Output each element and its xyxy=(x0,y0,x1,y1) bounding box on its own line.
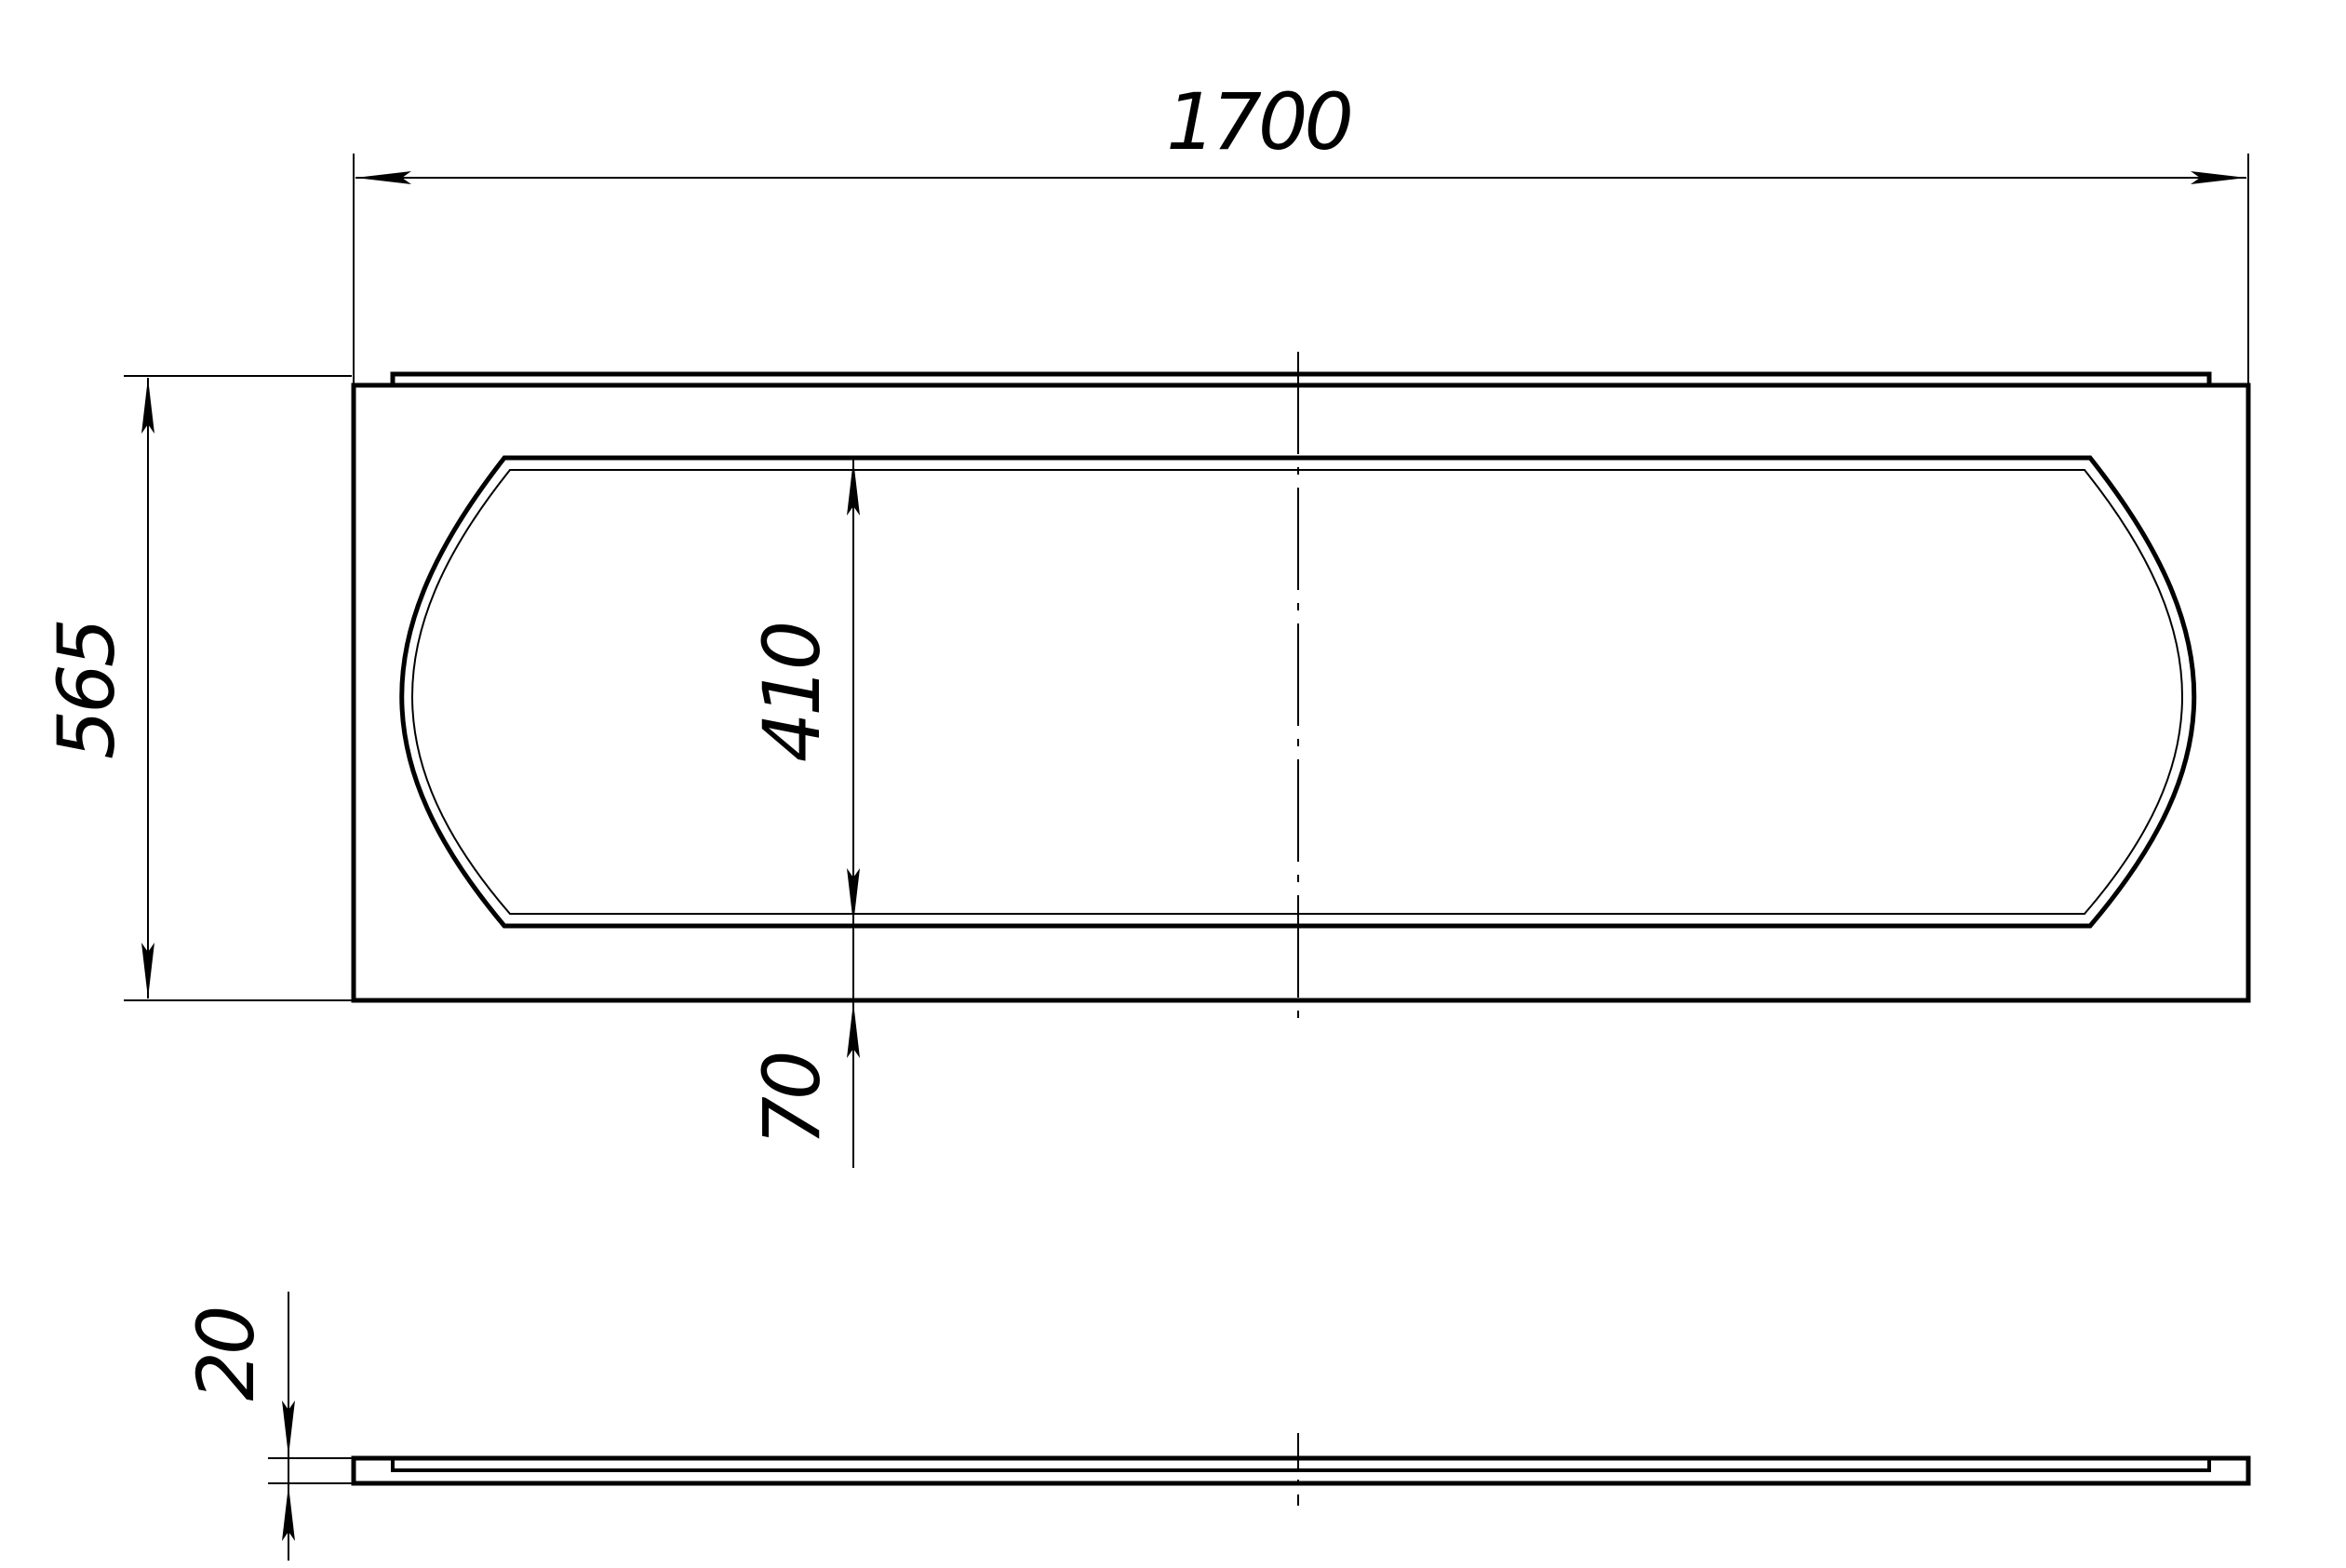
width-label: 1700 xyxy=(1166,76,1350,168)
panel-recess-inner xyxy=(411,469,2183,915)
height-label: 565 xyxy=(41,622,132,759)
front-view xyxy=(351,352,2251,1022)
inner-height-label: 410 xyxy=(746,623,838,762)
margin-label: 70 xyxy=(746,1053,838,1146)
panel-outline xyxy=(351,382,2251,1003)
thickness-label: 20 xyxy=(181,1308,272,1400)
height-dimension xyxy=(124,375,352,1001)
side-panel-outline xyxy=(351,1455,2251,1486)
thickness-dimension xyxy=(268,1292,352,1561)
width-dimension xyxy=(353,154,2249,383)
panel-recess-outline xyxy=(399,455,2197,929)
side-view xyxy=(351,1433,2251,1506)
side-panel-lip xyxy=(391,1458,2211,1472)
